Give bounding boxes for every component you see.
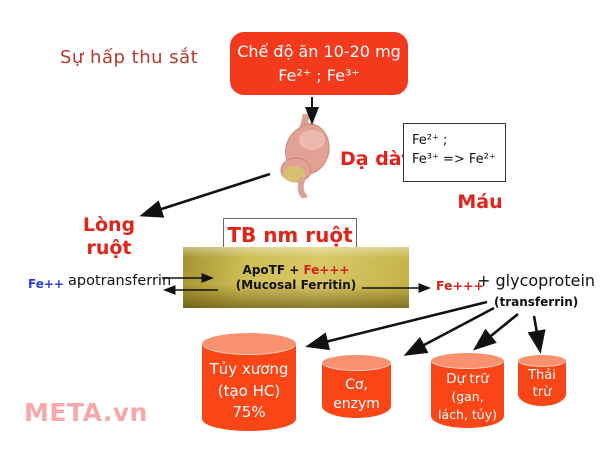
iron-conversion-box: Fe²⁺ ; Fe³⁺ => Fe²⁺ xyxy=(403,123,506,182)
arrow-to-excretion xyxy=(527,315,546,354)
label-line: Dự trữ xyxy=(446,371,489,387)
conversion-line1: Fe²⁺ ; xyxy=(412,133,448,148)
fe3-output-label: Fe+++ xyxy=(436,278,484,293)
label-line: Thải xyxy=(528,368,556,383)
mucosal-ferritin-line1: ApoTF + Fe+++ xyxy=(183,263,409,278)
cylinder-body xyxy=(431,361,504,428)
cylinder-muscle-enzyme-label: Cơ, enzym xyxy=(322,376,391,414)
mucosal-ferritin-box: ApoTF + Fe+++ (Mucosal Ferritin) xyxy=(183,247,409,308)
diet-intake-box: Chế độ ăn 10-20 mg Fe²⁺ ; Fe³⁺ xyxy=(230,32,408,95)
gut-lumen-line1: Lòng xyxy=(82,214,136,236)
apotf-text: ApoTF + xyxy=(242,262,304,277)
blood-label: Máu xyxy=(457,191,503,213)
cylinder-body xyxy=(202,344,296,431)
cylinder-body xyxy=(518,361,566,406)
label-line: enzym xyxy=(333,396,380,412)
gut-lumen-line2: ruột xyxy=(86,237,132,259)
cylinder-excretion: Thải trừ xyxy=(518,355,566,406)
transferrin-label: (transferrin) xyxy=(494,295,579,309)
arrow-stomach-to-lumen xyxy=(139,172,271,218)
cylinder-cap xyxy=(322,355,391,371)
arrow-to-bone-marrow xyxy=(305,300,488,351)
mucosal-ferritin-subtitle: (Mucosal Ferritin) xyxy=(235,277,357,292)
gut-lumen-label: Lòng ruột xyxy=(78,214,140,260)
cylinder-cap xyxy=(202,333,296,355)
label-line: (tạo HC) xyxy=(217,381,281,400)
label-line: 75% xyxy=(232,403,266,421)
cylinder-body xyxy=(322,363,391,418)
cylinder-storage-label: Dự trữ (gan, lách, tủy) xyxy=(431,370,504,424)
arrow-to-muscle xyxy=(403,306,495,356)
cylinder-cap xyxy=(518,355,566,367)
cylinder-cap xyxy=(431,353,504,369)
fe3-text: Fe+++ xyxy=(303,262,350,277)
apotransferrin-label: apotransferrin xyxy=(68,273,172,289)
label-line: trừ xyxy=(532,385,552,400)
glycoprotein-label: + glycoprotein xyxy=(477,271,596,290)
cylinder-muscle-enzyme: Cơ, enzym xyxy=(322,355,391,418)
cylinder-bone-marrow: Tủy xương (tạo HC) 75% xyxy=(202,333,296,431)
cylinder-excretion-label: Thải trừ xyxy=(518,367,566,401)
stomach-illustration xyxy=(280,114,330,198)
diagram-title: Sự hấp thu sắt xyxy=(60,47,199,68)
label-line: (gan, xyxy=(451,389,484,404)
cylinder-bone-marrow-label: Tủy xương (tạo HC) 75% xyxy=(202,359,296,424)
label-line: Tủy xương xyxy=(209,360,289,378)
conversion-line2: Fe³⁺ => Fe²⁺ xyxy=(412,152,496,167)
cylinder-storage: Dự trữ (gan, lách, tủy) xyxy=(431,353,504,428)
watermark-logo: META.vn xyxy=(24,398,148,427)
label-line: lách, tủy) xyxy=(438,407,497,422)
stomach-label: Dạ dày xyxy=(340,148,414,170)
fe2-label: Fe++ xyxy=(28,277,64,291)
label-line: Cơ, xyxy=(345,377,368,393)
diet-intake-line2: Fe²⁺ ; Fe³⁺ xyxy=(278,65,360,85)
diet-intake-line1: Chế độ ăn 10-20 mg xyxy=(237,41,401,61)
arrow-to-storage xyxy=(472,312,519,351)
